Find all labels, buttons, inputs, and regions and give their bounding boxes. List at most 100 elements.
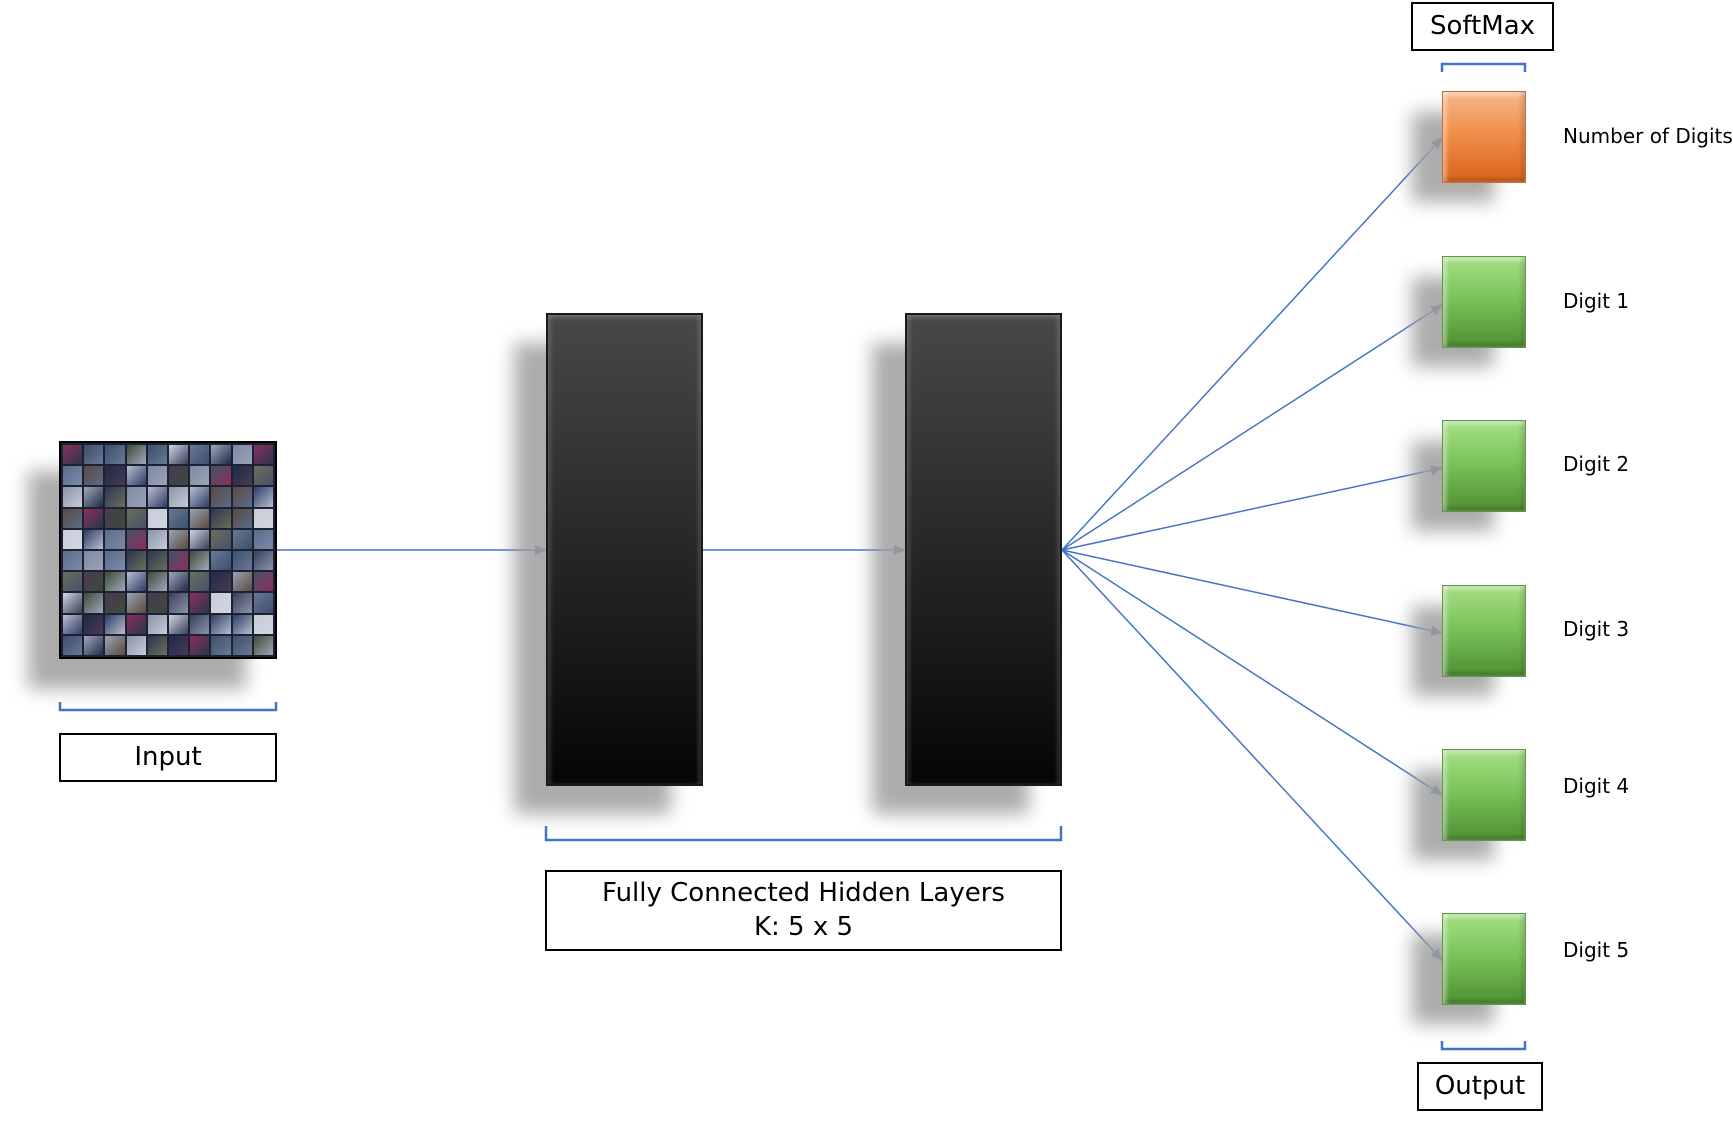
input-thumbnail <box>84 508 104 528</box>
input-thumbnail <box>253 593 273 613</box>
input-thumbnail <box>105 466 125 486</box>
input-thumbnail <box>190 614 210 634</box>
input-thumbnail <box>126 445 146 465</box>
arrow-to-digit-3 <box>1061 549 1443 636</box>
output-node-digit-2 <box>1442 420 1526 512</box>
input-thumbnail <box>105 508 125 528</box>
softmax-bracket <box>1440 62 1527 72</box>
input-thumbnail <box>126 551 146 571</box>
input-thumbnail <box>147 635 167 655</box>
input-thumbnail <box>190 466 210 486</box>
input-thumbnail <box>147 593 167 613</box>
output-bracket <box>1440 1041 1527 1051</box>
input-thumbnail <box>190 508 210 528</box>
output-node-digit-1 <box>1442 256 1526 348</box>
input-image <box>59 441 277 659</box>
hidden-layers-title: Fully Connected Hidden Layers <box>602 877 1005 908</box>
input-thumbnail <box>169 551 189 571</box>
input-thumbnail <box>211 593 231 613</box>
hidden-layer-2 <box>905 313 1062 786</box>
input-thumbnail <box>126 614 146 634</box>
input-thumbnail <box>63 508 83 528</box>
input-thumbnail <box>253 529 273 549</box>
input-thumbnail <box>190 551 210 571</box>
input-thumbnail <box>253 614 273 634</box>
input-thumbnail <box>211 529 231 549</box>
input-thumbnail <box>105 445 125 465</box>
input-thumbnail <box>84 635 104 655</box>
hidden-layers-bracket <box>544 826 1063 842</box>
input-thumbnail <box>63 445 83 465</box>
node-label-digit-2: Digit 2 <box>1563 452 1630 476</box>
input-thumbnail <box>147 466 167 486</box>
output-node-digit-5 <box>1442 913 1526 1005</box>
input-thumbnail <box>232 487 252 507</box>
input-thumbnail <box>232 593 252 613</box>
input-thumbnail <box>84 614 104 634</box>
input-thumbnail <box>190 572 210 592</box>
input-thumbnail <box>84 593 104 613</box>
input-thumbnail <box>126 466 146 486</box>
output-node-digit-4 <box>1442 749 1526 841</box>
input-thumbnail <box>190 445 210 465</box>
output-label: Output <box>1434 1070 1526 1101</box>
input-thumbnail <box>190 529 210 549</box>
input-thumbnail <box>126 508 146 528</box>
output-node-digit-3 <box>1442 585 1526 677</box>
input-thumbnail <box>169 529 189 549</box>
input-thumbnail <box>84 551 104 571</box>
hidden-layer-1 <box>546 313 703 786</box>
input-thumbnail <box>253 635 273 655</box>
node-label-digit-3: Digit 3 <box>1563 617 1630 641</box>
input-bracket <box>58 702 278 712</box>
input-thumbnail <box>84 445 104 465</box>
input-thumbnail <box>105 529 125 549</box>
input-thumbnail <box>232 551 252 571</box>
arrow-to-number-of-digits <box>1061 137 1443 551</box>
hidden-layers-kernel: K: 5 x 5 <box>753 911 854 942</box>
input-thumbnail <box>126 487 146 507</box>
input-thumbnail <box>63 551 83 571</box>
input-thumbnail <box>147 487 167 507</box>
input-thumbnail <box>105 572 125 592</box>
input-thumbnail <box>169 508 189 528</box>
input-thumbnail <box>63 593 83 613</box>
softmax-label-box: SoftMax <box>1411 2 1554 51</box>
input-thumbnail <box>169 635 189 655</box>
input-thumbnail <box>126 529 146 549</box>
input-thumbnail <box>232 635 252 655</box>
input-label: Input <box>134 741 202 772</box>
input-thumbnail <box>84 466 104 486</box>
arrow-to-digit-1 <box>1061 304 1443 551</box>
node-label-digit-4: Digit 4 <box>1563 774 1630 798</box>
input-thumbnail <box>169 572 189 592</box>
input-thumbnail <box>232 529 252 549</box>
input-thumbnail <box>147 614 167 634</box>
input-thumbnail <box>169 593 189 613</box>
input-label-box: Input <box>59 733 277 782</box>
input-thumbnail <box>211 466 231 486</box>
softmax-label: SoftMax <box>1429 10 1536 41</box>
input-thumbnail <box>105 635 125 655</box>
input-thumbnail <box>147 529 167 549</box>
output-label-box: Output <box>1417 1062 1543 1111</box>
input-thumbnail <box>169 445 189 465</box>
node-label-digit-5: Digit 5 <box>1563 938 1630 962</box>
input-thumbnail <box>147 445 167 465</box>
input-thumbnail <box>63 614 83 634</box>
input-thumbnail <box>105 487 125 507</box>
input-thumbnail <box>63 529 83 549</box>
input-thumbnail <box>253 508 273 528</box>
node-label-number-of-digits: Number of Digits <box>1563 124 1733 148</box>
input-thumbnail <box>147 551 167 571</box>
input-thumbnail <box>211 572 231 592</box>
input-thumbnail <box>126 572 146 592</box>
input-thumbnail <box>63 635 83 655</box>
input-thumbnail <box>211 551 231 571</box>
input-thumbnail <box>84 572 104 592</box>
hidden-layers-label-box: Fully Connected Hidden Layers K: 5 x 5 <box>545 870 1062 951</box>
input-thumbnail <box>190 635 210 655</box>
input-thumbnail <box>105 551 125 571</box>
input-thumbnail <box>232 466 252 486</box>
